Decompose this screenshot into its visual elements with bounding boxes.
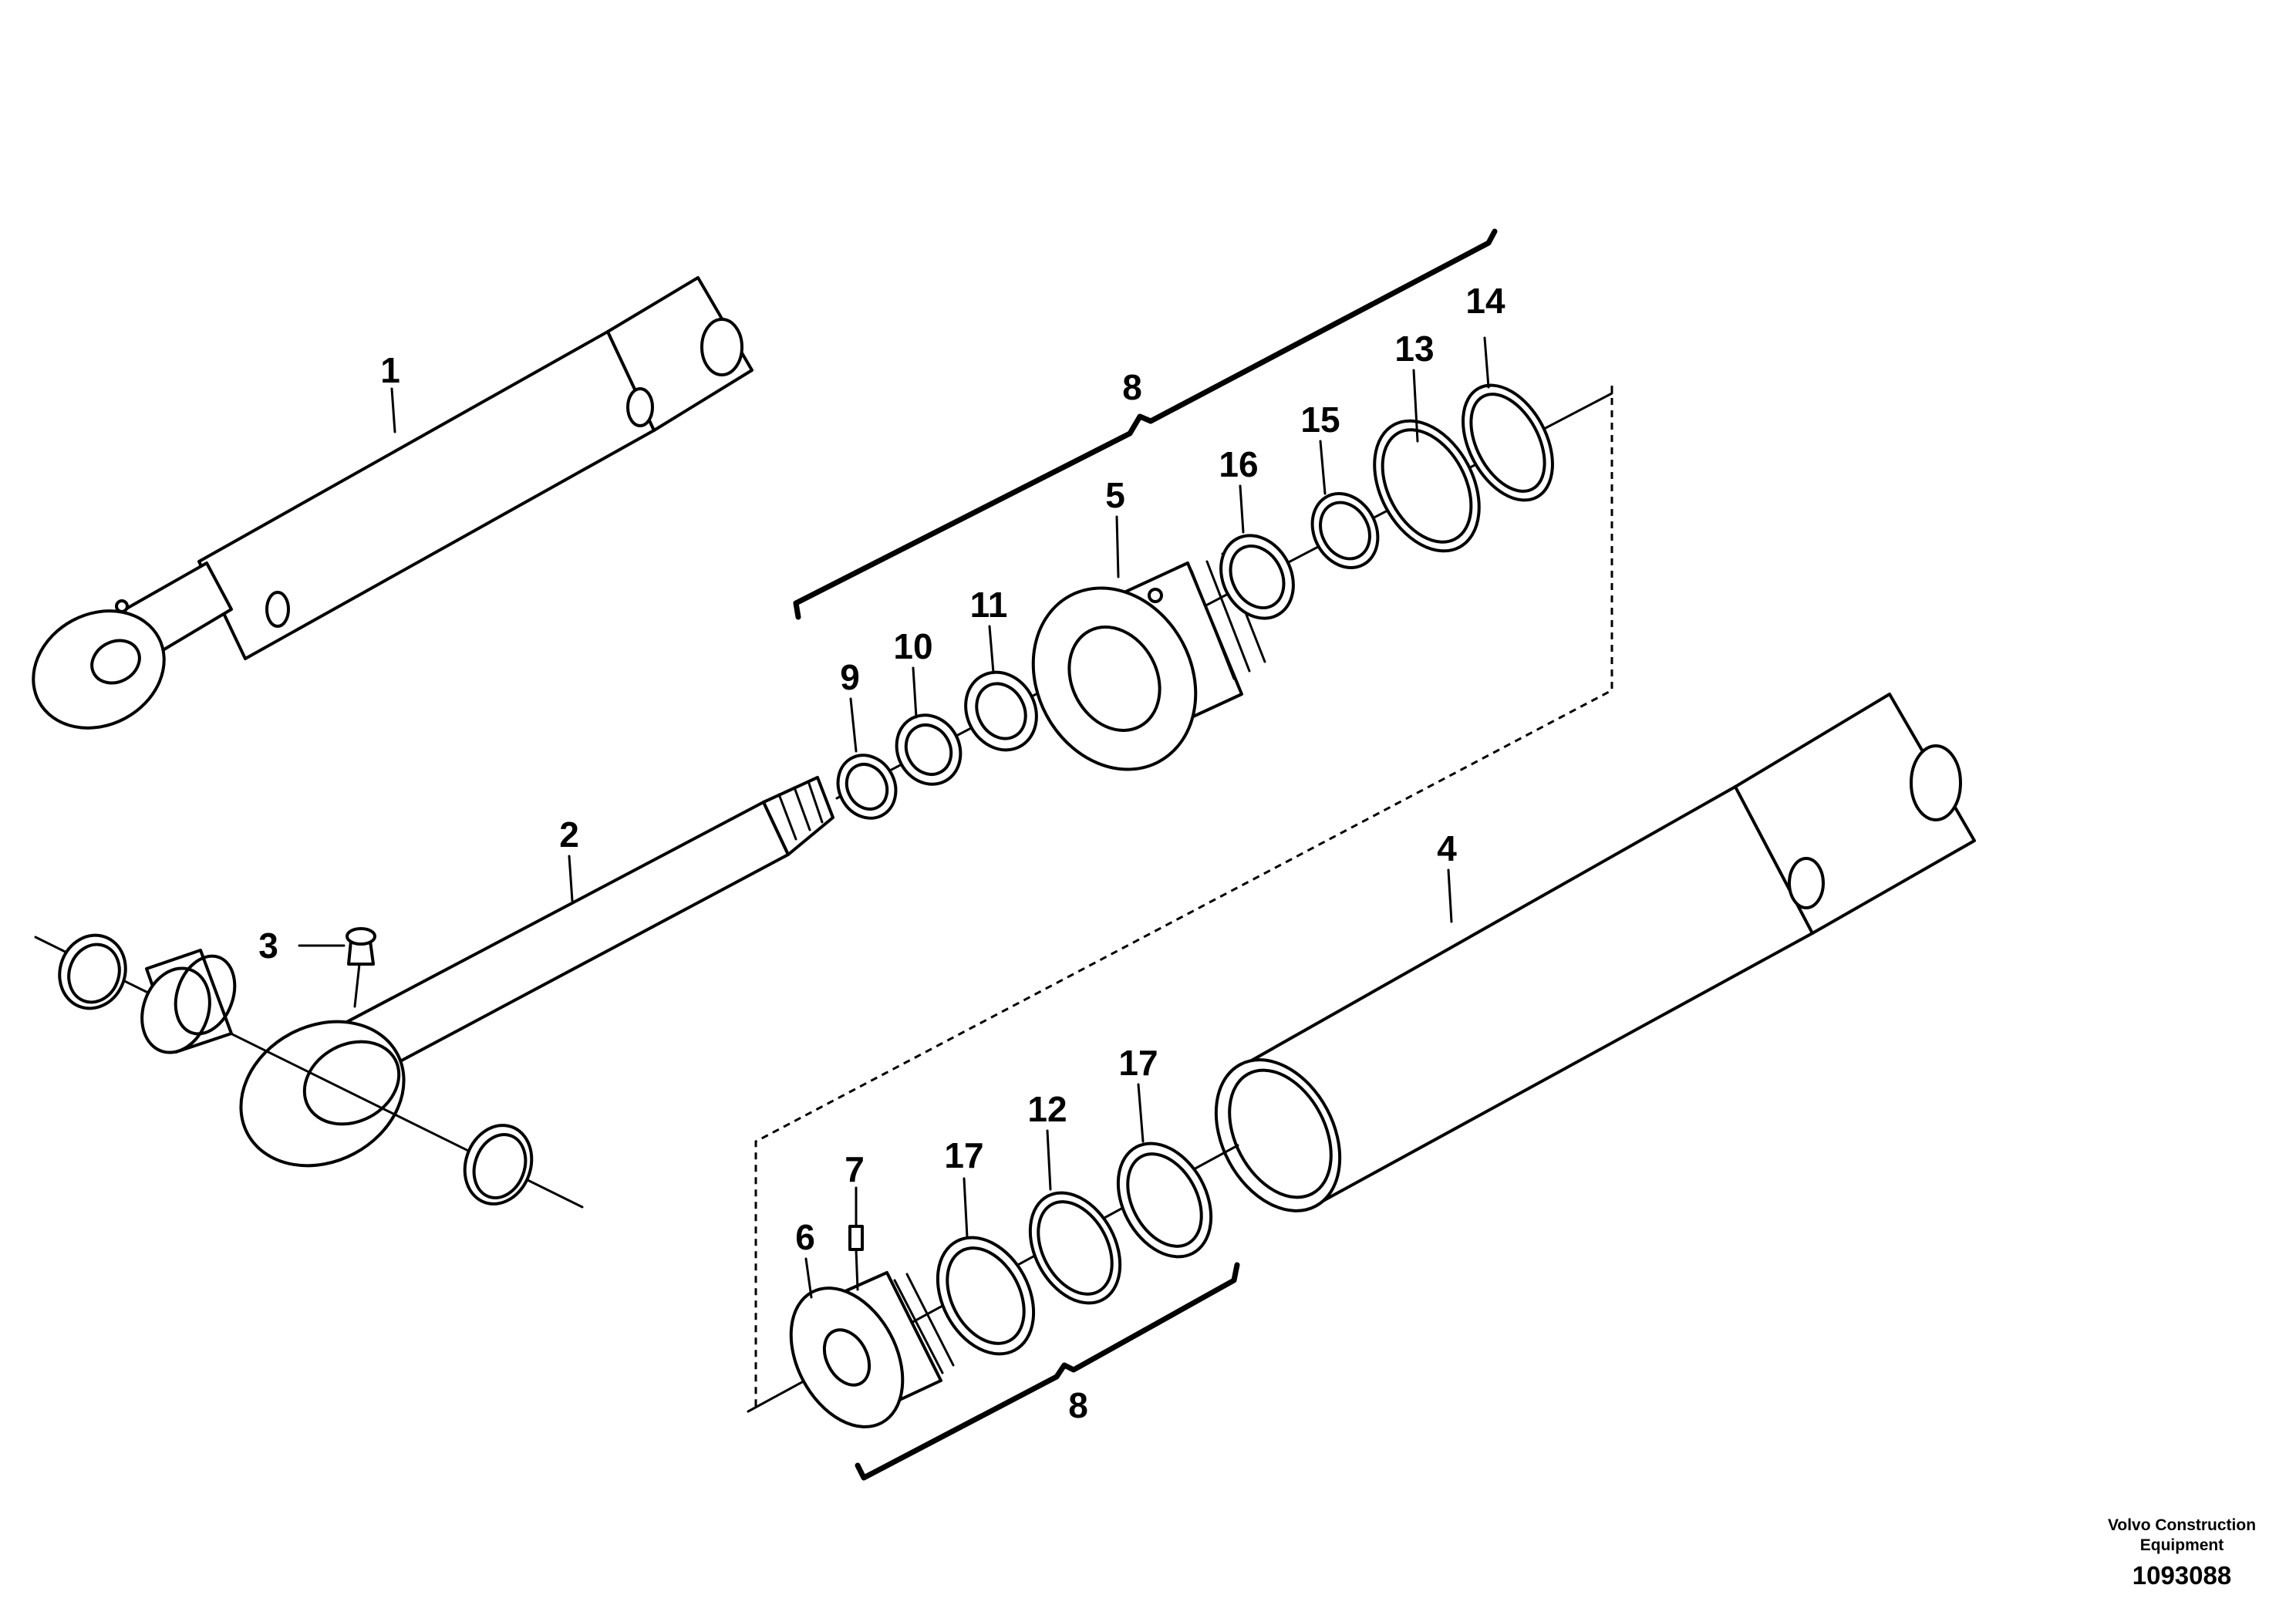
part-2-piston-rod [34,776,834,1209]
callout-8-top: 8 [1122,367,1142,407]
callout-5: 5 [1105,475,1125,515]
callout-11: 11 [970,585,1008,625]
assembly-guide-dashes [754,386,1613,1408]
callout-16: 16 [1219,444,1258,484]
callout-3: 3 [258,926,278,966]
company-line-2: Equipment [2140,1536,2224,1554]
callout-15: 15 [1300,400,1340,440]
callout-14: 14 [1465,281,1505,321]
gland-assembly [835,383,1613,820]
callout-9: 9 [840,657,860,697]
callout-labels: 1 2 3 4 5 6 7 8 8 9 10 11 12 13 14 15 16… [258,281,1505,1425]
company-line-1: Volvo Construction [2108,1516,2256,1534]
callout-10: 10 [893,626,932,666]
callout-17b: 17 [1118,1043,1158,1083]
part-3-grease-nipple [346,927,376,1008]
callout-2: 2 [559,814,579,855]
callout-6: 6 [795,1217,815,1257]
callout-17a: 17 [944,1135,983,1175]
callout-12: 12 [1027,1089,1067,1129]
drawing-number: 1093088 [2132,1561,2231,1590]
kit-8-braces [793,228,1498,1481]
callout-7: 7 [845,1149,865,1189]
part-1-complete-cylinder [32,276,754,730]
eye-bearing-parts [58,933,534,1206]
drawing-footer: Volvo Construction Equipment 1093088 [2108,1516,2256,1590]
callout-13: 13 [1394,329,1434,369]
piston-assembly [747,1141,1239,1428]
callout-1: 1 [380,350,400,390]
callout-8-bottom: 8 [1068,1385,1088,1425]
callout-4: 4 [1437,828,1457,868]
part-4-cylinder-tube [1214,693,1976,1212]
leader-lines [298,336,1490,1299]
